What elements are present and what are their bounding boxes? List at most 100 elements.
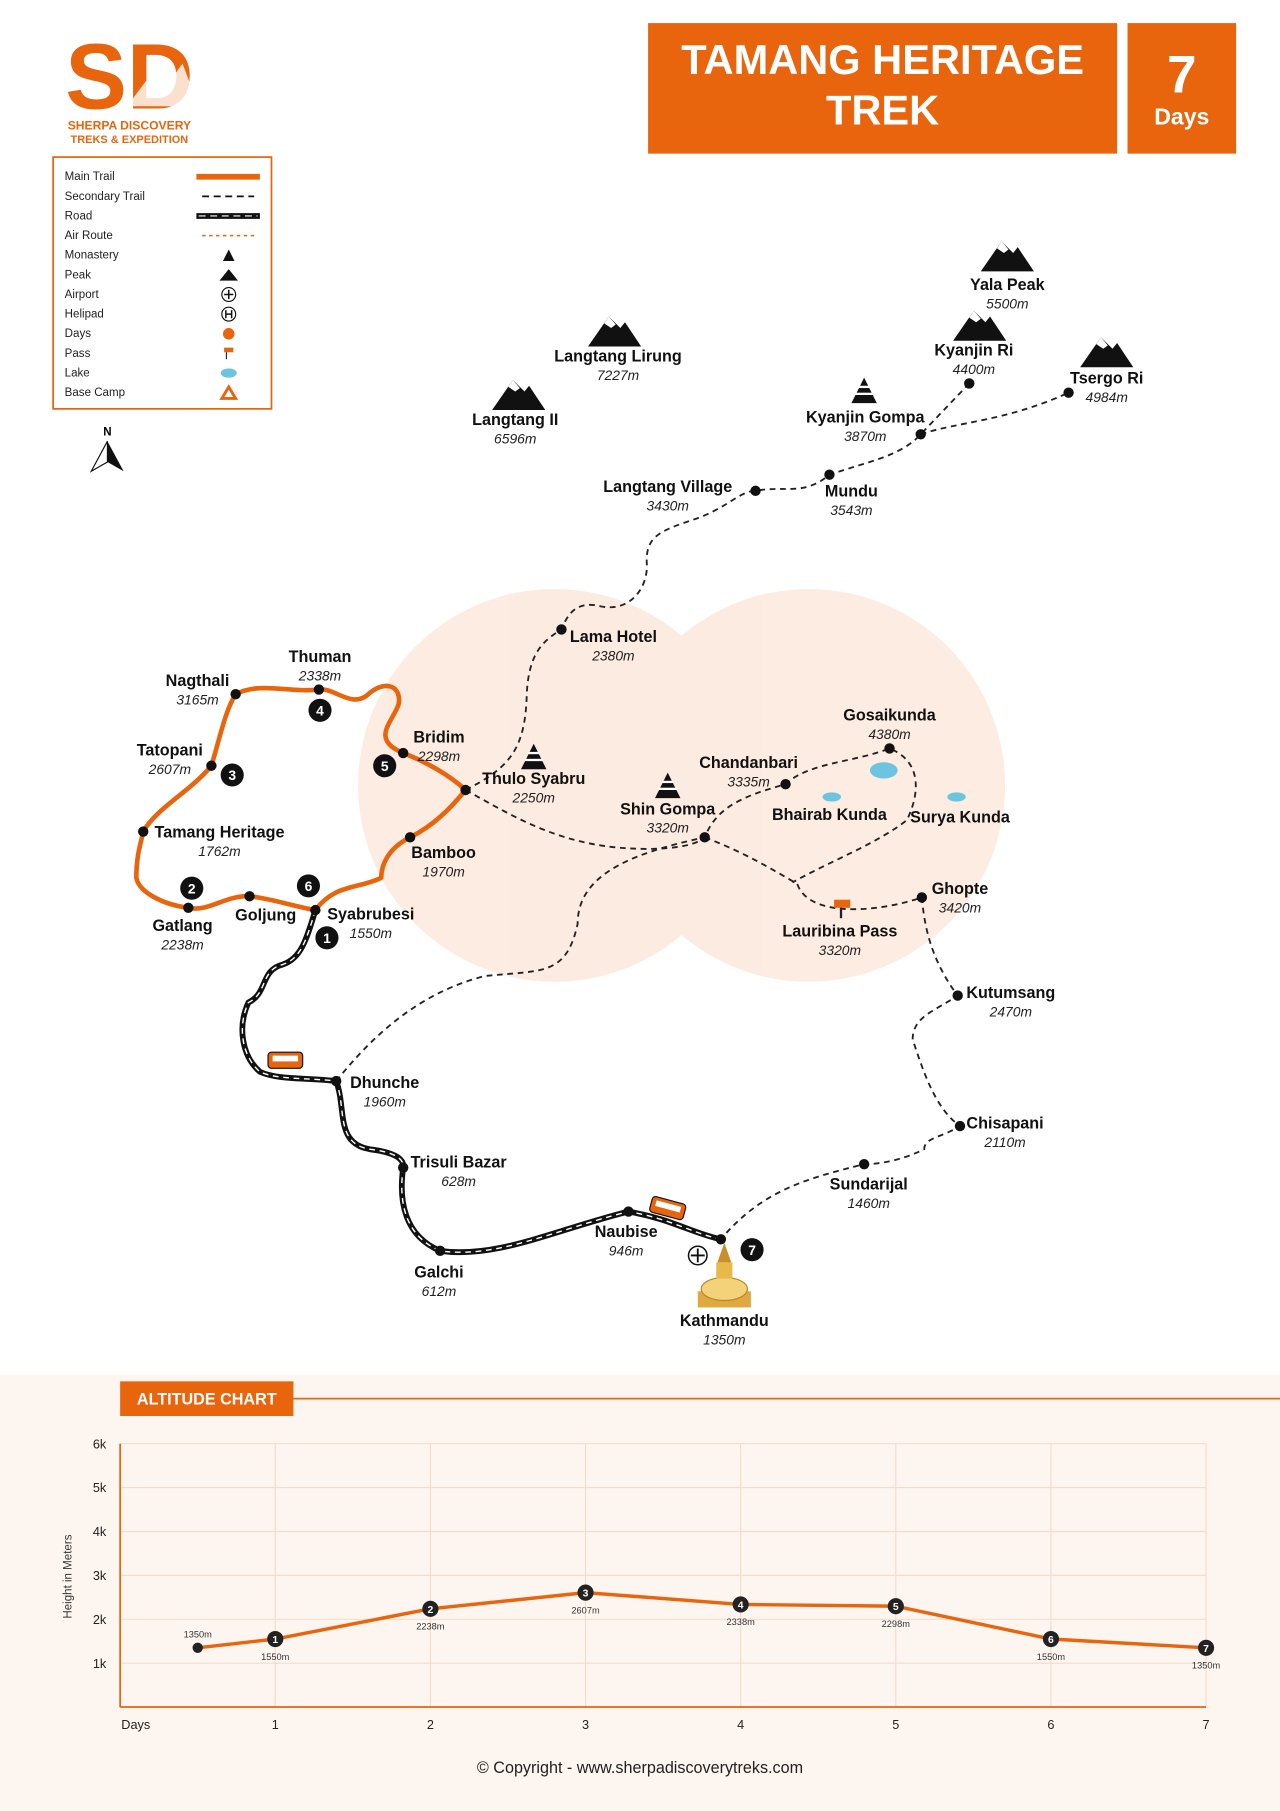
altitude-point: 1350m [184, 1629, 212, 1653]
legend-label: Pass [65, 348, 91, 360]
day-number: 6 [305, 878, 313, 894]
place-altitude: 2338m [298, 667, 341, 683]
place-name: Surya Kunda [910, 808, 1011, 826]
monastery-icon [521, 743, 547, 770]
airport-icon [221, 287, 237, 303]
legend-label: Lake [65, 368, 90, 380]
point-marker: 1 [272, 1635, 278, 1646]
stop-dot [824, 469, 835, 480]
place-name: Chisapani [966, 1114, 1043, 1132]
place-name: Trisuli Bazar [411, 1154, 508, 1172]
point-marker: 2 [428, 1605, 434, 1616]
place-name: Gatlang [152, 917, 212, 935]
brand-logo: SD SHERPA DISCOVERY TREKS & EXPEDITION [65, 25, 199, 146]
legend-item: Air Route [65, 230, 255, 242]
point-marker: 3 [583, 1589, 589, 1600]
place-name: Yala Peak [970, 276, 1045, 294]
legend-item: Days [65, 328, 235, 340]
place-altitude: 3320m [647, 820, 689, 836]
x-tick-label: 4 [737, 1718, 744, 1732]
x-tick-label: 2 [427, 1718, 434, 1732]
legend-item: Pass [65, 347, 234, 360]
legend-label: Air Route [65, 230, 113, 242]
place-altitude: 2110m [983, 1134, 1025, 1150]
bus-icon [649, 1196, 687, 1221]
legend-item: Peak [65, 269, 238, 281]
legend-label: Days [65, 328, 92, 340]
y-tick-label: 2k [93, 1613, 107, 1627]
day-marker-2: 2 [180, 876, 204, 900]
stop-dot [858, 1159, 870, 1170]
day-number: 5 [381, 758, 389, 774]
stop-dot [780, 779, 791, 790]
legend-item: Airport [65, 287, 237, 303]
peak-icon [219, 269, 238, 281]
title-box: TAMANG HERITAGE TREK 7 Days [648, 23, 1237, 154]
legend-label: Peak [65, 269, 92, 281]
place-name: Nagthali [166, 672, 230, 690]
place-name: Kathmandu [680, 1312, 769, 1330]
day-marker-7: 7 [740, 1238, 764, 1262]
place-altitude: 4400m [953, 361, 995, 377]
brand-name: SHERPA DISCOVERY [68, 118, 191, 132]
legend-item: Road [65, 210, 260, 222]
helipad-icon [221, 306, 237, 322]
place-name: Kyanjin Gompa [806, 409, 926, 427]
lake-icon [220, 368, 237, 378]
point-marker: 6 [1048, 1635, 1054, 1646]
altitude-line [197, 1590, 1207, 1650]
place-name: Chandanbari [699, 754, 798, 772]
x-tick-label: 1 [272, 1718, 279, 1732]
place-name: Galchi [414, 1263, 463, 1281]
x-axis-label: Days [121, 1718, 150, 1732]
place-altitude: 4380m [868, 726, 910, 742]
place-chisapani: Chisapani 2110m [954, 1114, 1044, 1150]
stop-dot [556, 624, 567, 635]
point-label: 1550m [261, 1652, 290, 1662]
road [239, 909, 722, 1256]
place-altitude: 2298m [417, 748, 460, 764]
place-name: Gosaikunda [843, 707, 936, 725]
monastery-icon [851, 377, 877, 404]
compass-label: N [103, 426, 111, 438]
peak-icon [980, 241, 1034, 272]
days-label: Days [1154, 104, 1209, 130]
place-altitude: 3543m [830, 502, 872, 518]
stop-dot [884, 743, 895, 754]
place-altitude: 4984m [1086, 389, 1128, 405]
legend-item: Secondary Trail [65, 191, 255, 203]
day-marker-1: 1 [315, 926, 339, 950]
place-name: Kutumsang [966, 984, 1055, 1002]
days-number: 7 [1167, 45, 1197, 104]
place-name: Thuman [289, 648, 352, 666]
place-name: Langtang Lirung [554, 348, 681, 366]
y-tick-label: 6k [93, 1437, 107, 1451]
stop-dot [404, 832, 416, 843]
stop-dot [310, 904, 321, 916]
watermark [358, 589, 1006, 982]
north-arrow: N [89, 426, 124, 473]
stop-dot [954, 1120, 966, 1132]
y-tick-label: 1k [93, 1657, 107, 1671]
